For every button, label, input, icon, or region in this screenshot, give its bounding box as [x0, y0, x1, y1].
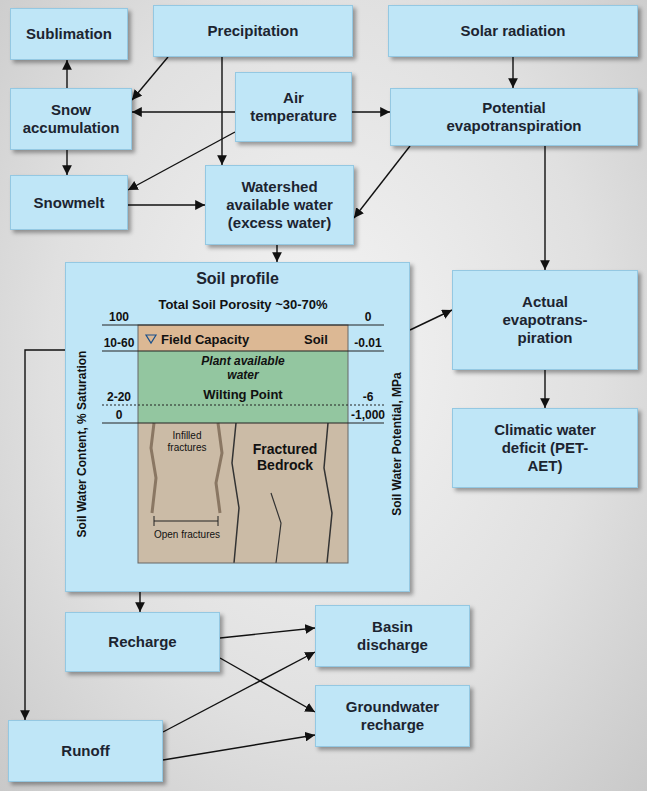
illustration-label: 2-20 [102, 390, 136, 404]
process-box: Runoff [8, 720, 163, 782]
illustration-label: -6 [350, 390, 386, 404]
illustration-label: Field Capacity [161, 332, 249, 348]
process-box: Air temperature [235, 72, 352, 142]
illustration-label: Fractured Bedrock [246, 441, 324, 473]
process-box: Precipitation [153, 5, 353, 57]
flow-arrow [410, 310, 452, 330]
flow-arrow [163, 735, 315, 760]
flow-arrow [544, 146, 545, 270]
box-label: Potential evapotranspiration [434, 99, 594, 135]
box-label: Climatic water deficit (PET-AET) [489, 421, 601, 475]
process-box: Potential evapotranspiration [390, 88, 638, 146]
process-box: Solar radiation [388, 5, 638, 57]
flow-arrow [128, 204, 205, 205]
open-fracture [232, 423, 239, 563]
illustration-label: 100 [102, 310, 136, 324]
process-box: Climatic water deficit (PET-AET) [452, 408, 638, 488]
open-fracture [271, 493, 281, 563]
flow-arrow [352, 111, 390, 112]
water-table-symbol [146, 335, 156, 343]
process-box: Actual evapotrans- piration [452, 270, 638, 370]
box-label: Runoff [61, 742, 109, 760]
illustration-label: 0 [350, 310, 386, 324]
box-label: Actual evapotrans- piration [495, 293, 595, 347]
plant-water-layer [138, 351, 348, 423]
box-label: Sublimation [26, 25, 112, 43]
box-title: Soil profile [66, 269, 409, 288]
infilled-fracture [216, 423, 222, 513]
box-label: Watershed available water (excess water) [212, 178, 347, 232]
illustration-label: Total Soil Porosity ~30-70% [138, 297, 348, 313]
illustration-label: -1,000 [350, 408, 386, 422]
process-box: Snowmelt [10, 175, 128, 230]
illustration-label: Plant available water [193, 354, 293, 382]
box-label: Solar radiation [460, 22, 565, 40]
illustration-label: Open fractures [150, 528, 224, 541]
flow-arrow [221, 57, 222, 165]
box-label: Precipitation [208, 22, 299, 40]
flow-arrow [220, 658, 315, 712]
flow-arrow [66, 150, 67, 175]
process-box: Snow accumulation [10, 88, 132, 150]
process-box: Groundwater recharge [315, 685, 470, 747]
container-box: Soil profileTotal Soil Porosity ~30-70%1… [65, 262, 410, 592]
illustration-label: -0.01 [350, 336, 386, 350]
level-line [102, 325, 384, 326]
box-label: Basin discharge [343, 618, 443, 654]
illustration-label: 10-60 [102, 336, 136, 350]
infilled-fracture [151, 423, 156, 513]
illustration-label: Infilled fractures [159, 430, 215, 454]
width-bracket [154, 516, 218, 526]
process-box: Recharge [65, 612, 220, 672]
box-label: Snow accumulation [16, 101, 126, 137]
flow-arrow [132, 57, 168, 100]
box-label: Groundwater recharge [337, 698, 449, 734]
flow-arrow [544, 370, 545, 408]
illustration-label: Soil [304, 332, 328, 348]
axis-label: Soil Water Potential, MPa [390, 372, 404, 516]
flow-arrow [220, 628, 315, 638]
process-box: Basin discharge [315, 605, 470, 667]
process-box: Sublimation [10, 8, 128, 60]
wilting-line [102, 405, 384, 406]
box-label: Snowmelt [34, 194, 105, 212]
bedrock-layer [138, 423, 348, 563]
illustration-label: Wilting Point [138, 387, 348, 403]
process-box: Watershed available water (excess water) [205, 165, 354, 245]
flow-arrow [139, 592, 140, 612]
flow-arrow [132, 111, 235, 112]
profile-outline [138, 325, 348, 563]
flow-arrow [25, 350, 65, 720]
flow-arrow [276, 245, 277, 262]
illustration-label: 0 [102, 408, 136, 422]
soil-layer [138, 325, 348, 351]
level-line [102, 423, 384, 424]
level-line [102, 351, 384, 352]
flow-arrow [66, 60, 67, 88]
box-label: Recharge [108, 633, 176, 651]
flow-arrow [354, 146, 410, 218]
flow-arrow [512, 57, 513, 88]
axis-label: Soil Water Content, % Saturation [75, 351, 89, 538]
box-label: Air temperature [241, 89, 346, 125]
open-fracture [324, 423, 332, 563]
